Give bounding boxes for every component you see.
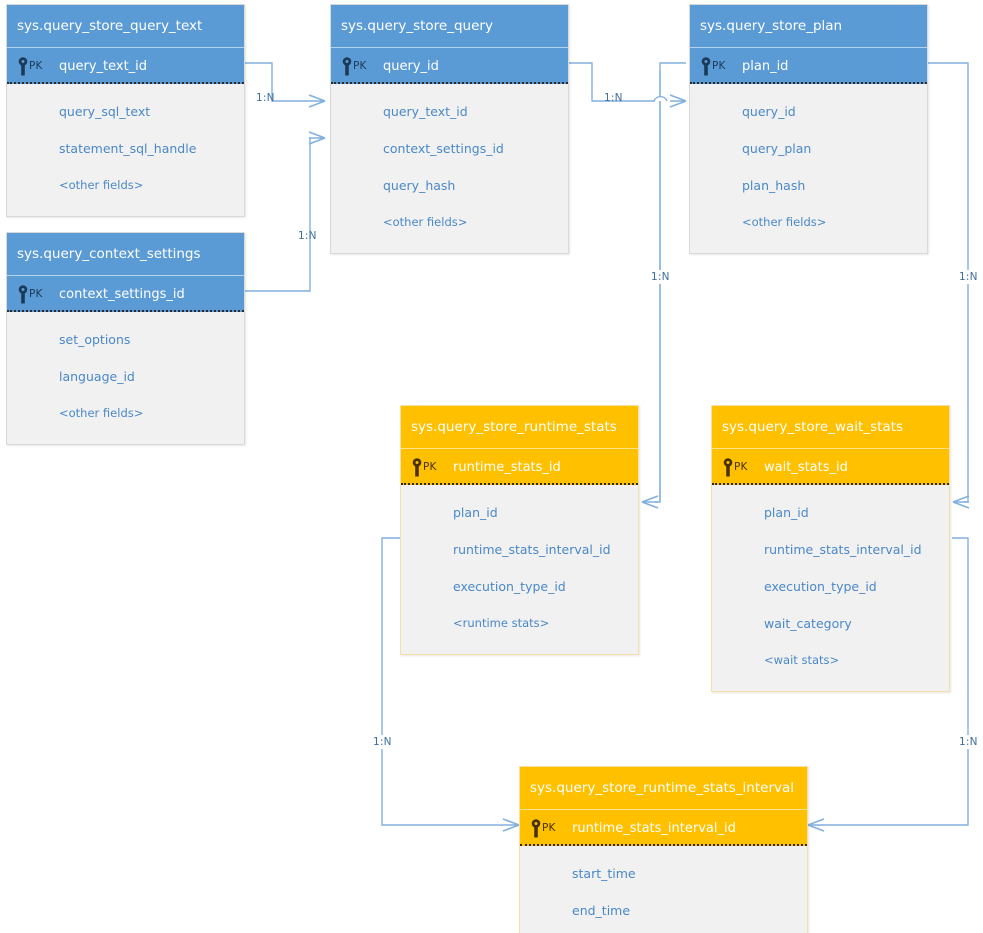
pk-tag: PK [712,60,726,72]
key-icon [531,819,541,838]
pk-tag: PK [29,60,43,72]
entity-field-list: plan_id runtime_stats_interval_id execut… [401,485,638,654]
field-row: execution_type_id [453,579,566,594]
key-icon [342,57,352,76]
entity-title: sys.query_store_query [331,5,568,47]
field-row: <wait stats> [764,653,840,667]
edge-label-query-to-plan: 1:N [604,92,623,104]
field-row: query_sql_text [59,104,151,119]
pk-field-name: runtime_stats_id [453,460,561,475]
entity-primary-key-row[interactable]: PK runtime_stats_id [401,448,638,485]
entity-primary-key-row[interactable]: PK context_settings_id [7,275,244,312]
field-row: <runtime stats> [453,616,550,630]
entity-field-list: query_sql_text statement_sql_handle <oth… [7,84,244,216]
edge-label-query-text-to-query: 1:N [256,92,275,104]
field-row: start_time [572,866,636,881]
key-icon [18,57,28,76]
key-icon [723,458,733,477]
pk-tag: PK [353,60,367,72]
field-row: <other fields> [383,215,468,229]
field-row: end_time [572,903,631,918]
edge-label-interval-to-wait-stats: 1:N [957,735,980,749]
field-row: plan_id [453,505,498,520]
pk-tag: PK [29,288,43,300]
pk-field-name: context_settings_id [59,287,185,302]
entity-primary-key-row[interactable]: PK wait_stats_id [712,448,949,485]
field-row: statement_sql_handle [59,141,197,156]
pk-field-name: query_text_id [59,59,148,74]
field-row: query_id [742,104,796,119]
field-row: <other fields> [742,215,827,229]
entity-query-store-query[interactable]: sys.query_store_query PK query_id query_… [330,4,569,254]
entity-field-list: start_time end_time [520,846,807,933]
pk-field-name: query_id [383,59,439,74]
key-icon [701,57,711,76]
field-row: wait_category [764,616,852,631]
entity-title: sys.query_store_wait_stats [712,406,949,448]
entity-primary-key-row[interactable]: PK plan_id [690,47,927,84]
entity-query-store-wait-stats[interactable]: sys.query_store_wait_stats PK wait_stats… [711,405,950,692]
field-row: plan_hash [742,178,806,193]
pk-tag: PK [542,822,556,834]
edge-label-context-settings-to-query: 1:N [298,230,317,242]
pk-field-name: runtime_stats_interval_id [572,821,736,836]
field-row: execution_type_id [764,579,877,594]
entity-title: sys.query_store_runtime_stats_interval [520,767,807,809]
field-row: runtime_stats_interval_id [453,542,611,557]
field-row: <other fields> [59,406,144,420]
key-icon [18,285,28,304]
entity-query-store-query-text[interactable]: sys.query_store_query_text PK query_text… [6,4,245,217]
pk-tag: PK [423,461,437,473]
entity-primary-key-row[interactable]: PK runtime_stats_interval_id [520,809,807,846]
edge-label-plan-to-runtime-stats: 1:N [649,270,672,284]
entity-field-list: plan_id runtime_stats_interval_id execut… [712,485,949,691]
entity-query-store-runtime-stats-interval[interactable]: sys.query_store_runtime_stats_interval P… [519,766,808,933]
edge-label-interval-to-runtime-stats: 1:N [371,735,394,749]
entity-primary-key-row[interactable]: PK query_text_id [7,47,244,84]
field-row: language_id [59,369,135,384]
key-icon [412,458,422,477]
field-row: plan_id [764,505,809,520]
edge-label-plan-to-wait-stats: 1:N [957,270,980,284]
entity-title: sys.query_store_query_text [7,5,244,47]
entity-title: sys.query_context_settings [7,233,244,275]
field-row: context_settings_id [383,141,504,156]
entity-primary-key-row[interactable]: PK query_id [331,47,568,84]
pk-field-name: wait_stats_id [764,460,848,475]
entity-field-list: query_id query_plan plan_hash <other fie… [690,84,927,253]
rel-query-to-plan [569,62,687,108]
pk-field-name: plan_id [742,59,789,74]
rel-context-settings-to-query [245,131,326,292]
entity-query-store-runtime-stats[interactable]: sys.query_store_runtime_stats PK runtime… [400,405,639,655]
entity-field-list: query_text_id context_settings_id query_… [331,84,568,253]
entity-query-store-plan[interactable]: sys.query_store_plan PK plan_id query_id… [689,4,928,254]
rel-plan-to-runtime-stats [641,62,686,509]
entity-title: sys.query_store_plan [690,5,927,47]
field-row: <other fields> [59,178,144,192]
entity-query-context-settings[interactable]: sys.query_context_settings PK context_se… [6,232,245,445]
field-row: query_plan [742,141,812,156]
field-row: query_hash [383,178,456,193]
pk-tag: PK [734,461,748,473]
field-row: runtime_stats_interval_id [764,542,922,557]
field-row: set_options [59,332,131,347]
entity-title: sys.query_store_runtime_stats [401,406,638,448]
field-row: query_text_id [383,104,468,119]
entity-field-list: set_options language_id <other fields> [7,312,244,444]
